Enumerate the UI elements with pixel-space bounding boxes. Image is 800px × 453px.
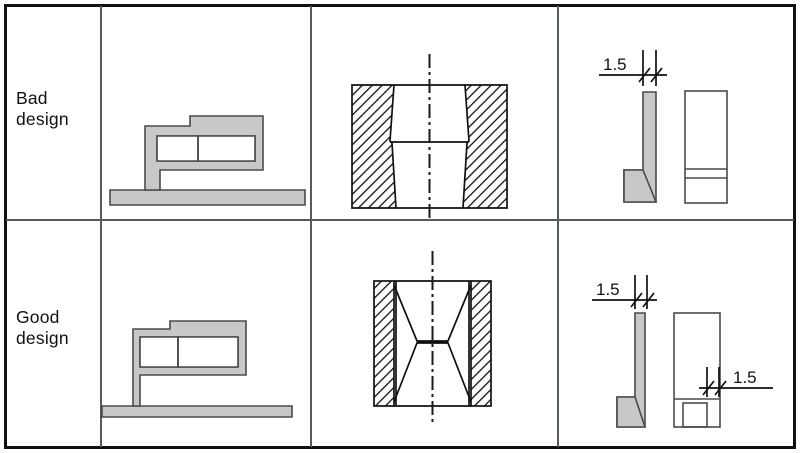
row-divider bbox=[6, 219, 794, 221]
dimension-leader-bad bbox=[599, 50, 667, 86]
dimension-value-good-rib: 1.5 bbox=[596, 280, 620, 299]
bad-side-view bbox=[684, 90, 728, 204]
good-side-view bbox=[673, 312, 721, 428]
good-hatched-section bbox=[312, 221, 556, 447]
bad-hatched-section bbox=[312, 6, 556, 221]
bad-rib-detail: 1.5 bbox=[559, 6, 794, 219]
dimension-value-bad-rib: 1.5 bbox=[603, 55, 627, 74]
column-divider-1 bbox=[100, 6, 102, 447]
row-label-good-design: Good design bbox=[16, 307, 69, 348]
good-rib-detail: 1.5 1.5 bbox=[559, 221, 794, 447]
dimension-leader-good-boss bbox=[699, 367, 773, 397]
column-divider-2 bbox=[310, 6, 312, 447]
bad-section-profile bbox=[100, 6, 312, 219]
row-label-bad-design: Bad design bbox=[16, 88, 69, 129]
column-divider-3 bbox=[557, 6, 559, 447]
good-section-profile bbox=[100, 221, 312, 447]
dimension-leader-good-rib bbox=[592, 275, 657, 309]
table-frame bbox=[4, 4, 796, 449]
dimension-value-good-boss: 1.5 bbox=[733, 368, 757, 387]
